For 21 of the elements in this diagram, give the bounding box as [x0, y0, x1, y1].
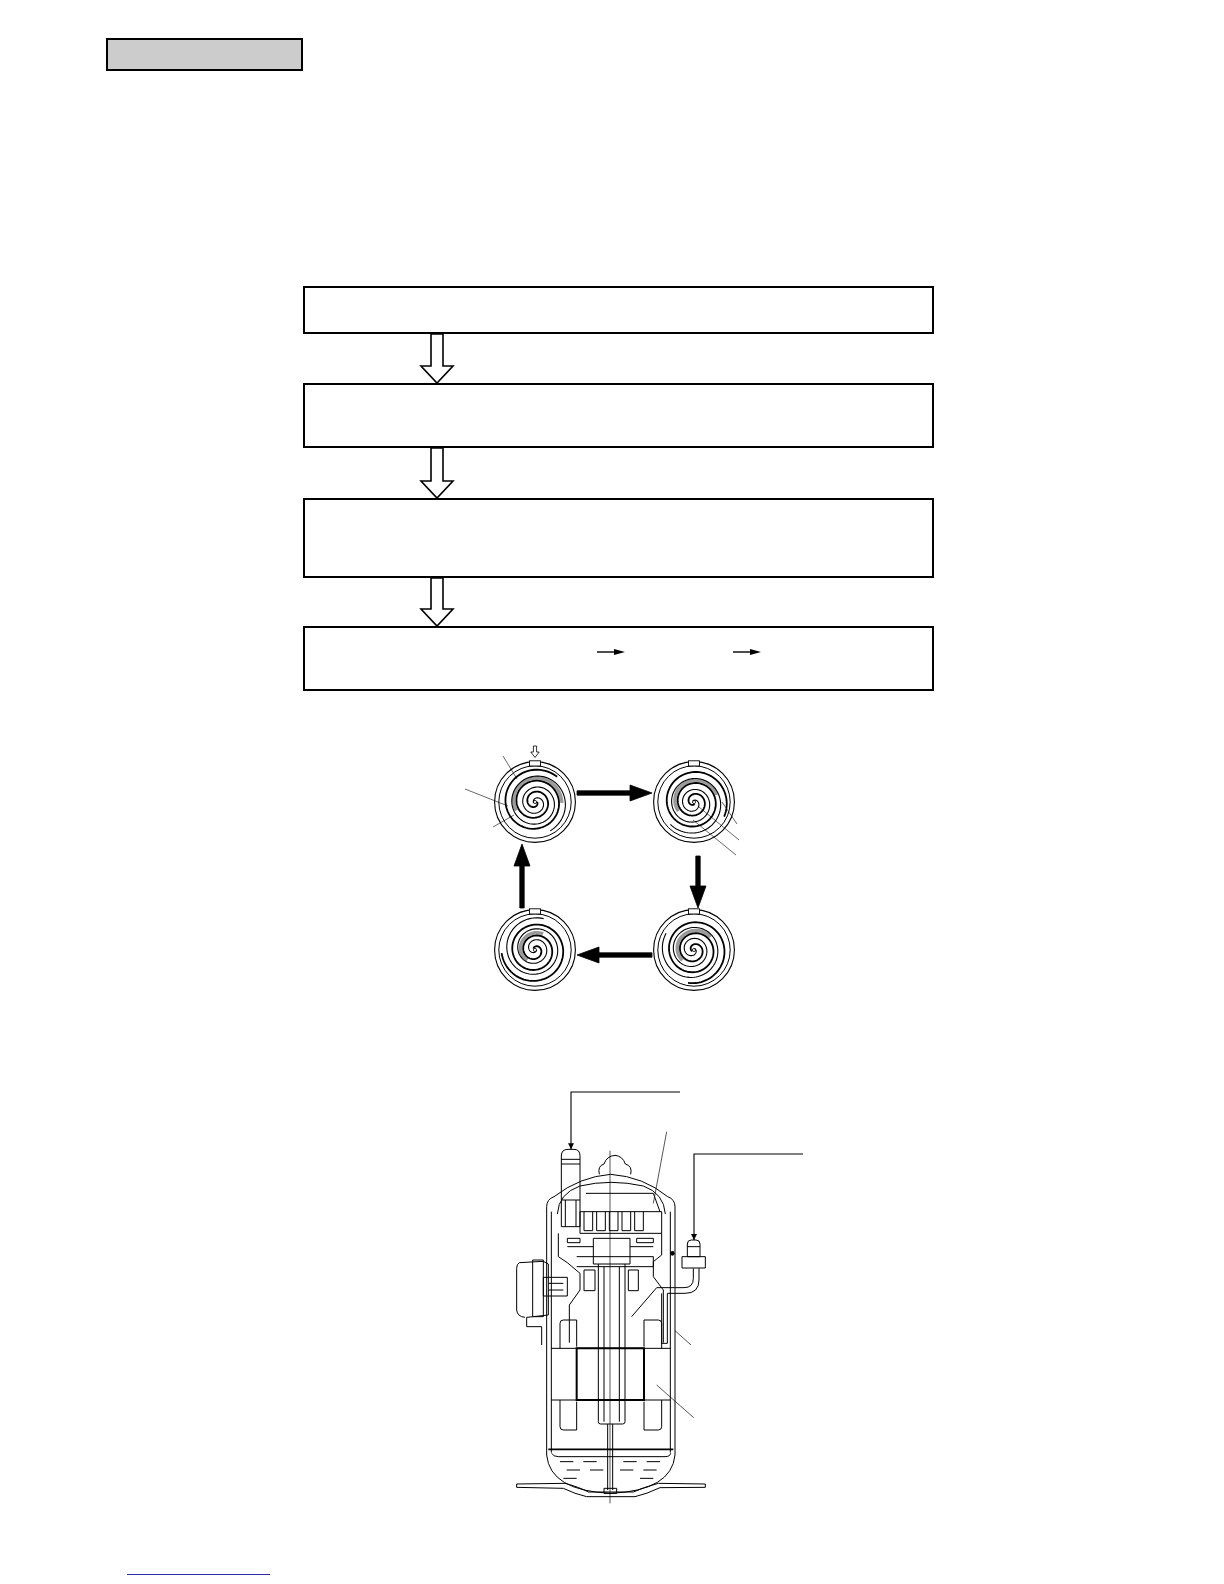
arrow — [568, 1091, 681, 1150]
arrow — [576, 946, 653, 964]
arrow — [691, 1153, 804, 1241]
process-box — [303, 498, 934, 578]
process-box — [303, 626, 934, 691]
arrow — [419, 447, 455, 500]
scroll-drawing — [493, 908, 577, 992]
arrow — [419, 333, 455, 385]
arrow — [689, 855, 707, 909]
compressor-drawing — [515, 1130, 707, 1504]
scroll-drawing — [652, 760, 740, 856]
scroll-drawing — [464, 745, 577, 844]
suction-fitting — [560, 1148, 581, 1228]
arrow — [513, 843, 531, 909]
arrow — [419, 577, 455, 628]
discharge-fitting — [681, 1239, 706, 1269]
arrow — [576, 784, 653, 802]
process-box — [303, 286, 934, 334]
process-box — [303, 383, 934, 448]
header-tab — [106, 38, 303, 71]
scroll-drawing — [652, 908, 736, 992]
